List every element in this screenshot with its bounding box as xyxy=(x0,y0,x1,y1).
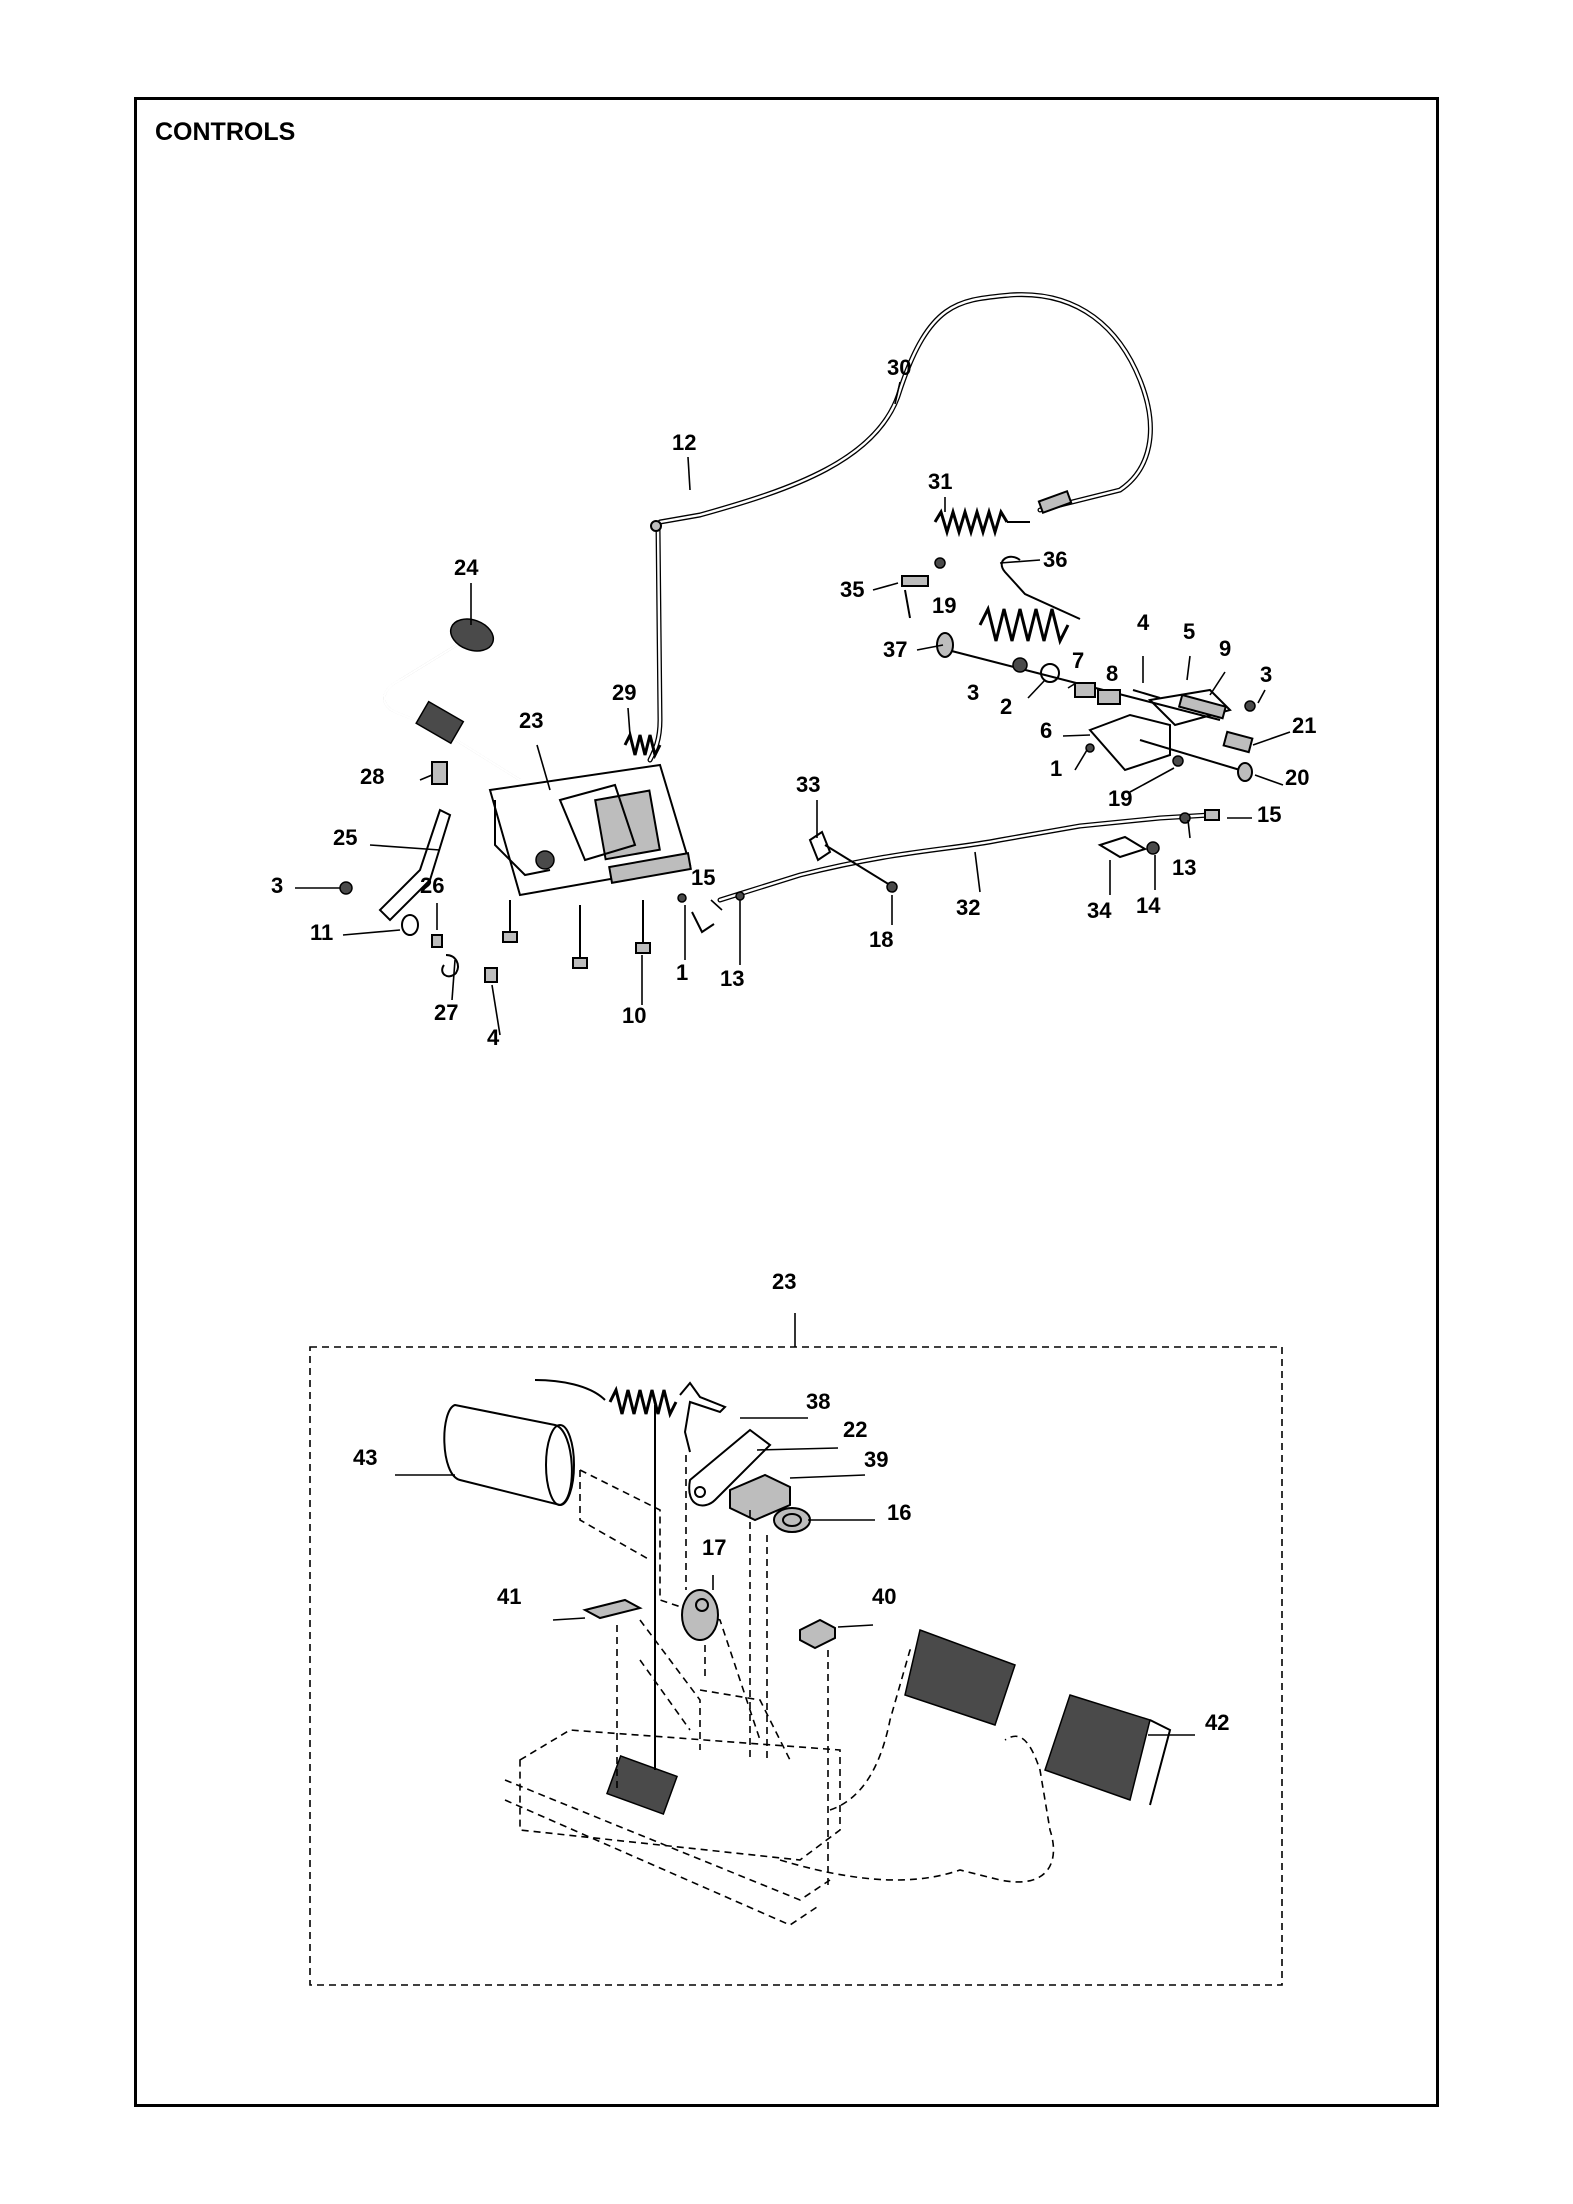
bracket-33 xyxy=(808,830,898,893)
arm-25 xyxy=(339,808,498,983)
label-4a: 4 xyxy=(1137,610,1150,635)
label-26: 26 xyxy=(420,873,444,898)
label-6: 6 xyxy=(1040,718,1052,743)
label-15b: 15 xyxy=(691,865,715,890)
label-19a: 19 xyxy=(932,593,956,618)
label-30: 30 xyxy=(887,355,911,380)
label-1a: 1 xyxy=(1050,756,1062,781)
rod-35 xyxy=(901,557,946,619)
label-13a: 13 xyxy=(1172,855,1196,880)
cable-30 xyxy=(647,292,1153,763)
spring-29 xyxy=(623,730,662,760)
label-31: 31 xyxy=(928,469,952,494)
bolts-10 xyxy=(502,900,651,969)
label-24: 24 xyxy=(454,555,479,580)
label-40: 40 xyxy=(872,1584,896,1609)
label-33: 33 xyxy=(796,772,820,797)
label-20: 20 xyxy=(1285,765,1309,790)
label-9: 9 xyxy=(1219,636,1231,661)
label-23b: 23 xyxy=(772,1269,796,1294)
pedal-assembly-23 xyxy=(488,763,692,897)
cable-32 xyxy=(717,809,1220,903)
label-7: 7 xyxy=(1072,648,1084,673)
label-4b: 4 xyxy=(487,1025,500,1050)
label-34: 34 xyxy=(1087,898,1112,923)
label-37: 37 xyxy=(883,637,907,662)
label-23a: 23 xyxy=(519,708,543,733)
label-13b: 13 xyxy=(720,966,744,991)
label-27: 27 xyxy=(434,1000,458,1025)
label-32: 32 xyxy=(956,895,980,920)
bracket-group xyxy=(1012,657,1256,782)
upper-leaders xyxy=(295,381,1291,1036)
label-1b: 1 xyxy=(676,960,688,985)
callout-labels: 30 12 31 36 35 19 24 37 4 5 9 7 8 3 2 3 … xyxy=(271,355,1316,1735)
label-22: 22 xyxy=(843,1417,867,1442)
label-38: 38 xyxy=(806,1389,830,1414)
label-10: 10 xyxy=(622,1003,646,1028)
label-15a: 15 xyxy=(1257,802,1281,827)
label-5: 5 xyxy=(1183,619,1195,644)
label-16: 16 xyxy=(887,1500,911,1525)
label-8: 8 xyxy=(1106,661,1118,686)
label-42: 42 xyxy=(1205,1710,1229,1735)
fittings-1-15-13 xyxy=(677,893,715,934)
label-43: 43 xyxy=(353,1445,377,1470)
label-35: 35 xyxy=(840,577,864,602)
spring-31 xyxy=(933,506,1030,538)
label-28: 28 xyxy=(360,764,384,789)
label-18: 18 xyxy=(869,927,893,952)
label-3b: 3 xyxy=(967,680,979,705)
label-12: 12 xyxy=(672,430,696,455)
pin-36 xyxy=(1000,555,1081,620)
label-11: 11 xyxy=(310,920,333,945)
cap-28 xyxy=(431,761,448,785)
label-36: 36 xyxy=(1043,547,1067,572)
label-2: 2 xyxy=(1000,694,1012,719)
label-3a: 3 xyxy=(1260,662,1272,687)
label-3c: 3 xyxy=(271,873,283,898)
label-19b: 19 xyxy=(1108,786,1132,811)
exploded-view-23 xyxy=(309,1313,1283,1986)
bracket-34 xyxy=(1097,835,1160,859)
label-39: 39 xyxy=(864,1447,888,1472)
lever-24 xyxy=(383,618,522,782)
page-title: CONTROLS xyxy=(155,118,296,146)
label-21: 21 xyxy=(1292,713,1316,738)
diagram-frame xyxy=(134,97,1439,2107)
label-17: 17 xyxy=(702,1535,726,1560)
label-25: 25 xyxy=(333,825,357,850)
label-41: 41 xyxy=(497,1584,521,1609)
label-14: 14 xyxy=(1136,893,1161,918)
label-29: 29 xyxy=(612,680,636,705)
